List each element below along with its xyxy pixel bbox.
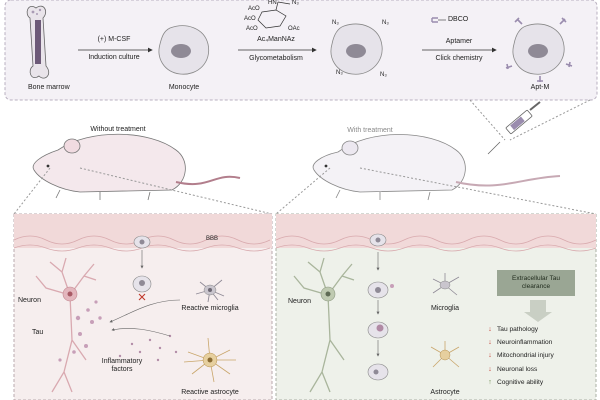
right-bbb-band xyxy=(276,214,596,248)
callout-line xyxy=(469,99,506,141)
right-neuron-label: Neuron xyxy=(288,298,311,305)
right-microglia xyxy=(432,273,460,296)
effect-mitochondrial-injury: ↓Mitochondrial injury xyxy=(487,349,554,362)
bone-icon xyxy=(26,5,50,79)
step3-bottom-label: Click chemistry xyxy=(435,55,483,62)
effect-neuroinflammation: ↓Neuroinflammation xyxy=(487,336,554,349)
azide-label-4: N₃ xyxy=(380,72,387,78)
left-tau-dots xyxy=(58,300,102,362)
arrow-down-icon: ↓ xyxy=(488,365,492,373)
summary-line-2: clearance xyxy=(521,283,551,290)
tau-label: Tau xyxy=(32,329,44,336)
inflammatory-label: Inflammatory xyxy=(101,358,143,365)
without-treatment-label: Without treatment xyxy=(90,126,146,133)
azide-cell xyxy=(330,23,383,75)
effects-list: ↓Tau pathology ↓Neuroinflammation ↓Mitoc… xyxy=(487,323,554,389)
astrocyte-label: Astrocyte xyxy=(430,389,460,396)
arrow-down-icon: ↓ xyxy=(488,339,492,347)
step1-top-label: (+) M-CSF xyxy=(97,36,131,43)
azide-label-1: N₃ xyxy=(332,20,339,26)
left-neuron xyxy=(35,257,97,393)
dbco-label: DBCO xyxy=(448,16,469,23)
sugar-structure xyxy=(257,1,291,29)
effect-cognitive-ability: ↑Cognitive ability xyxy=(487,376,554,389)
mouse-treated xyxy=(312,134,561,201)
sugar-n3: N₃ xyxy=(292,0,299,6)
summary-arrow xyxy=(524,300,552,322)
step2-bottom-label: Glycometabolism xyxy=(249,55,303,62)
summary-line-1: Extracellular Tau xyxy=(512,275,560,282)
right-neuron xyxy=(293,257,355,393)
right-astrocyte xyxy=(430,341,460,368)
sugar-group-1: AcO xyxy=(248,6,260,12)
sugar-group-4: OAc xyxy=(288,26,300,32)
effect-neuronal-loss: ↓Neuronal loss xyxy=(487,363,554,376)
bbb-label: BBB xyxy=(206,236,219,242)
azide-label-2: N₃ xyxy=(382,20,389,26)
azide-label-3: N₃ xyxy=(336,70,343,76)
arrow-down-icon: ↓ xyxy=(488,352,492,360)
sugar-group-2: AcO xyxy=(244,16,256,22)
arrow-up-icon: ↑ xyxy=(488,378,492,386)
reactive-astrocyte-label: Reactive astrocyte xyxy=(181,389,239,396)
left-neuron-label: Neuron xyxy=(18,297,41,304)
left-transit-cell xyxy=(132,235,152,301)
right-transit-cells xyxy=(367,233,394,381)
effect-tau-pathology: ↓Tau pathology xyxy=(487,323,554,336)
mouse-untreated xyxy=(32,133,241,201)
factors-label: factors xyxy=(111,366,133,373)
syringe-icon xyxy=(487,101,541,155)
aptamer-dbco-icon xyxy=(431,17,446,23)
left-reactive-astrocyte xyxy=(183,337,236,383)
monocyte-label: Monocyte xyxy=(168,84,200,91)
aptm-label: Apt-M xyxy=(530,84,550,91)
arrow-to-neuron xyxy=(109,299,181,323)
aptamer-label: Aptamer xyxy=(445,38,473,45)
sugar-group-3: AcO xyxy=(246,26,258,32)
sugar-hn: HN xyxy=(268,0,277,6)
tau-clearance-box: Extracellular Tau clearance xyxy=(497,270,575,296)
inflammatory-dots xyxy=(118,334,178,362)
aptm-cell xyxy=(505,17,573,82)
arrow-down-icon: ↓ xyxy=(488,326,492,333)
with-treatment-label: With treatment xyxy=(347,127,393,134)
monocyte-cell xyxy=(158,25,210,75)
reactive-microglia-label: Reactive microglia xyxy=(181,305,239,312)
left-reactive-microglia xyxy=(195,279,225,303)
microglia-label: Microglia xyxy=(430,305,460,312)
step1-bottom-label: Induction culture xyxy=(88,54,140,61)
bone-marrow-label: Bone marrow xyxy=(28,84,70,91)
sugar-name-label: Ac₄ManNAz xyxy=(257,36,295,43)
